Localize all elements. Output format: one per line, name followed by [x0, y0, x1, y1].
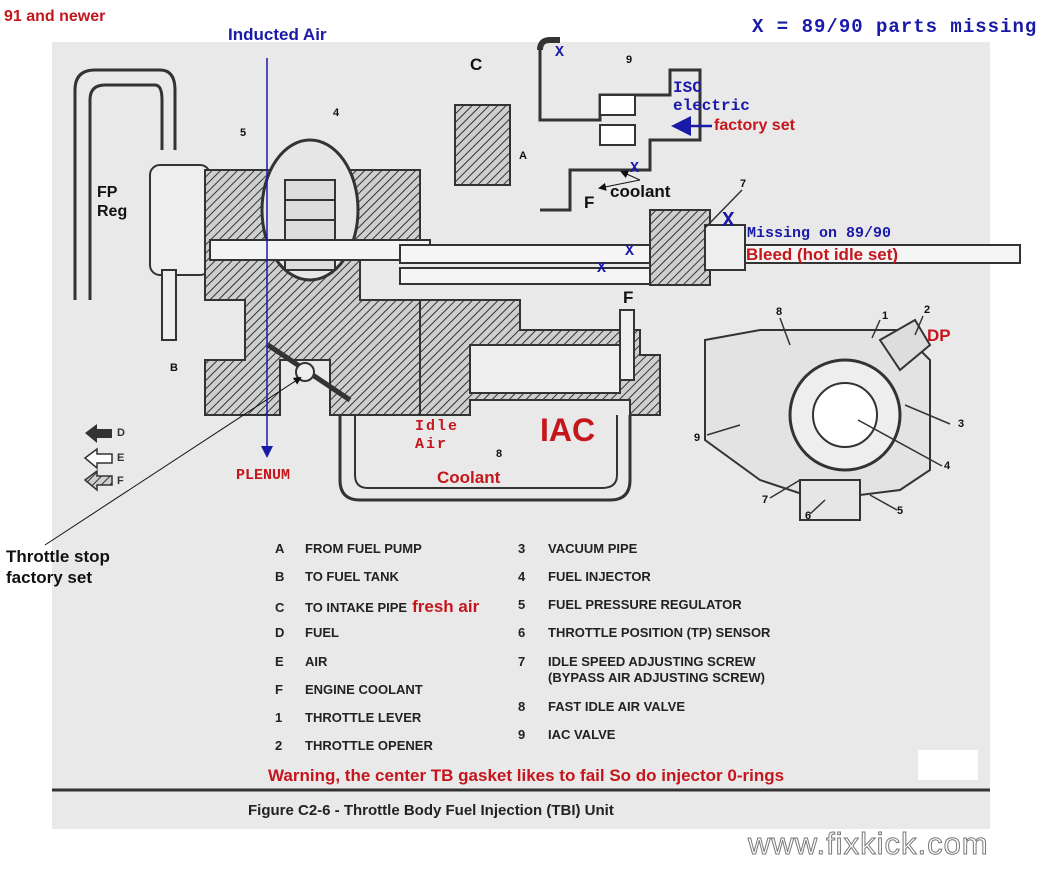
label-f-top: F [584, 193, 595, 212]
coolant-arrow-icon [83, 469, 113, 492]
label-8: 8 [496, 448, 503, 460]
callout-5: 5 [897, 505, 904, 517]
throttle-stop-pointer [44, 376, 302, 546]
fp-reg-label-line1: FP [97, 184, 118, 201]
x-legend-note: X = 89/90 parts missing [752, 16, 1038, 38]
throttle-body-external-view [704, 315, 951, 521]
fuel-loop-pipe [73, 68, 177, 300]
x-mark-intake-pipe: X [555, 44, 565, 61]
callout-2: 2 [924, 304, 931, 316]
arrow-legend-f: F [117, 475, 124, 487]
bleed-label: Bleed (hot idle set) [746, 245, 899, 264]
x-mark-bleed: X [722, 210, 735, 233]
coolant-loop-pipe [338, 415, 632, 502]
idle-air-label-line1: Idle [415, 418, 460, 435]
year-note: 91 and newer [4, 8, 106, 25]
callout-8: 8 [776, 306, 783, 318]
dp-label: DP [927, 326, 951, 345]
factory-set-label: factory set [714, 117, 795, 134]
arrow-legend-e: E [117, 452, 125, 464]
warning-note: Warning, the center TB gasket likes to f… [268, 766, 785, 785]
fp-reg-label-line2: Reg [97, 203, 128, 220]
label-f-mid: F [623, 288, 634, 307]
isc-valve-shape [538, 50, 702, 212]
x-mark-coolant: X [630, 160, 640, 177]
callout-4: 4 [944, 460, 951, 472]
coolant-small-label: coolant [610, 182, 671, 201]
label-9: 9 [626, 54, 633, 66]
label-b: B [170, 362, 178, 374]
air-arrow-icon [83, 447, 113, 470]
x-mark-bypass-upper: X [625, 243, 635, 260]
idle-air-label-line2: Air [415, 436, 449, 453]
watermark: www.fixkick.com [748, 826, 989, 862]
white-patch [918, 750, 978, 780]
throttle-stop-label-line2: factory set [6, 568, 92, 587]
fuel-arrow-icon [85, 424, 112, 443]
x-mark-bypass-lower: X [597, 260, 607, 277]
label-4: 4 [333, 107, 340, 119]
callout-3: 3 [958, 418, 965, 430]
plenum-label: PLENUM [236, 467, 291, 484]
fresh-air-label: fresh air [412, 597, 480, 616]
callout-6: 6 [805, 510, 812, 522]
isc-label-line2: electric [673, 97, 750, 115]
callout-1: 1 [882, 310, 889, 322]
label-5: 5 [240, 127, 247, 139]
missing-on-89-90-label: Missing on 89/90 [747, 225, 892, 242]
fuel-pressure-regulator-shape [149, 164, 211, 276]
arrow-legend-d: D [117, 427, 125, 439]
isc-label-line1: ISC [673, 79, 702, 97]
label-7: 7 [740, 178, 747, 190]
callout-9: 9 [694, 432, 701, 444]
legend-item: (BYPASS AIR ADJUSTING SCREW) [548, 670, 765, 685]
fast-idle-air-valve-shape [469, 344, 621, 394]
callout-7: 7 [762, 494, 769, 506]
label-a: A [519, 150, 527, 162]
figure-caption: Figure C2-6 - Throttle Body Fuel Injecti… [248, 802, 614, 819]
inducted-air-label: Inducted Air [228, 25, 327, 44]
iac-label: IAC [540, 412, 596, 448]
coolant-large-label: Coolant [437, 468, 501, 487]
label-c: C [470, 55, 483, 74]
throttle-stop-label-line1: Throttle stop [6, 547, 110, 566]
